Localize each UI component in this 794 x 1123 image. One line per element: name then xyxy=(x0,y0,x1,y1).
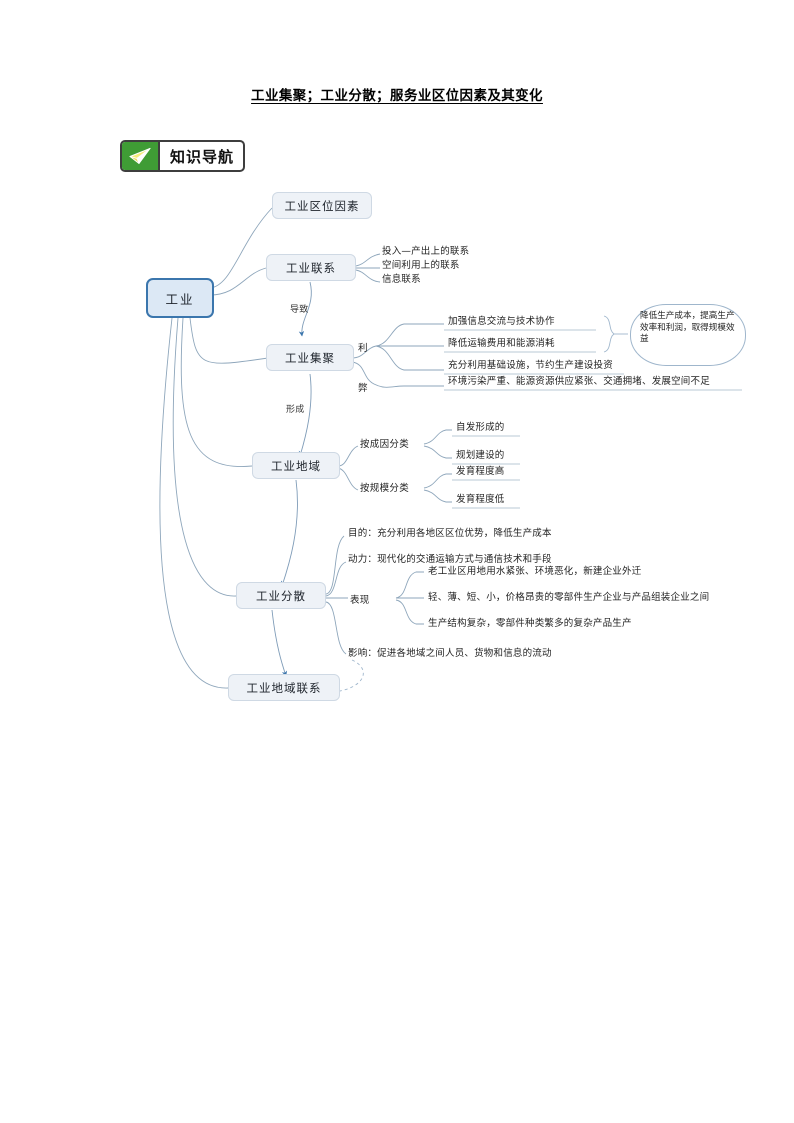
page-title: 工业集聚；工业分散；服务业区位因素及其变化 xyxy=(251,88,543,104)
leaf-region-by-scale-1: 发育程度低 xyxy=(456,494,505,505)
node-industrial-regional-links[interactable]: 工业地域联系 xyxy=(228,674,340,701)
branch-label-dispersion-manifestation: 表现 xyxy=(350,595,370,606)
branch-label-region-by-cause: 按成因分类 xyxy=(360,439,410,450)
leaf-dispersion-manifestation-0: 老工业区用地用水紧张、环境恶化，新建企业外迁 xyxy=(428,566,642,577)
node-root-industry[interactable]: 工业 xyxy=(146,278,214,318)
leaf-dispersion-driver: 动力：现代化的交通运输方式与通信技术和手段 xyxy=(348,554,552,565)
leaf-dispersion-influence: 影响：促进各地域之间人员、货物和信息的流动 xyxy=(348,648,552,659)
node-industrial-location-factors[interactable]: 工业区位因素 xyxy=(272,192,372,219)
leaf-agglomeration-pro-0: 加强信息交流与技术协作 xyxy=(448,316,555,327)
balloon-agglomeration-result: 降低生产成本，提高生产效率和利润，取得规模效益 xyxy=(630,304,746,366)
leaf-region-by-cause-0: 自发形成的 xyxy=(456,422,505,433)
paper-plane-icon xyxy=(122,142,160,170)
leaf-agglomeration-con-0: 环境污染严重、能源资源供应紧张、交通拥堵、发展空间不足 xyxy=(448,376,710,387)
node-industrial-agglomeration[interactable]: 工业集聚 xyxy=(266,344,354,371)
edge-label-leads-to: 导致 xyxy=(290,305,309,315)
knowledge-nav-badge: 知识导航 xyxy=(120,140,246,172)
leaf-industrial-link-1: 空间利用上的联系 xyxy=(382,260,460,271)
knowledge-nav-label: 知识导航 xyxy=(170,147,235,166)
leaf-industrial-link-2: 信息联系 xyxy=(382,274,421,285)
node-industrial-dispersion[interactable]: 工业分散 xyxy=(236,582,326,609)
branch-label-agglomeration-pros: 利 xyxy=(358,343,368,354)
leaf-region-by-cause-1: 规划建设的 xyxy=(456,450,505,461)
mindmap-connectors xyxy=(159,207,742,695)
leaf-dispersion-purpose: 目的：充分利用各地区区位优势，降低生产成本 xyxy=(348,528,552,539)
leaf-agglomeration-pro-2: 充分利用基础设施，节约生产建设投资 xyxy=(448,360,613,371)
branch-label-region-by-scale: 按规模分类 xyxy=(360,483,410,494)
branch-label-agglomeration-cons: 弊 xyxy=(358,383,368,394)
node-industrial-region[interactable]: 工业地域 xyxy=(252,452,340,479)
leaf-dispersion-manifestation-1: 轻、薄、短、小，价格昂贵的零部件生产企业与产品组装企业之间 xyxy=(428,592,710,603)
leaf-industrial-link-0: 投入—产出上的联系 xyxy=(382,246,470,257)
leaf-agglomeration-pro-1: 降低运输费用和能源消耗 xyxy=(448,338,555,349)
edge-label-forms: 形成 xyxy=(286,405,305,415)
mindmap-canvas: 工业 工业区位因素 工业联系 工业集聚 工业地域 工业分散 工业地域联系 导致 … xyxy=(0,178,794,718)
leaf-region-by-scale-0: 发育程度高 xyxy=(456,466,505,477)
leaf-dispersion-manifestation-2: 生产结构复杂，零部件种类繁多的复杂产品生产 xyxy=(428,618,632,629)
node-industrial-links[interactable]: 工业联系 xyxy=(266,254,356,281)
